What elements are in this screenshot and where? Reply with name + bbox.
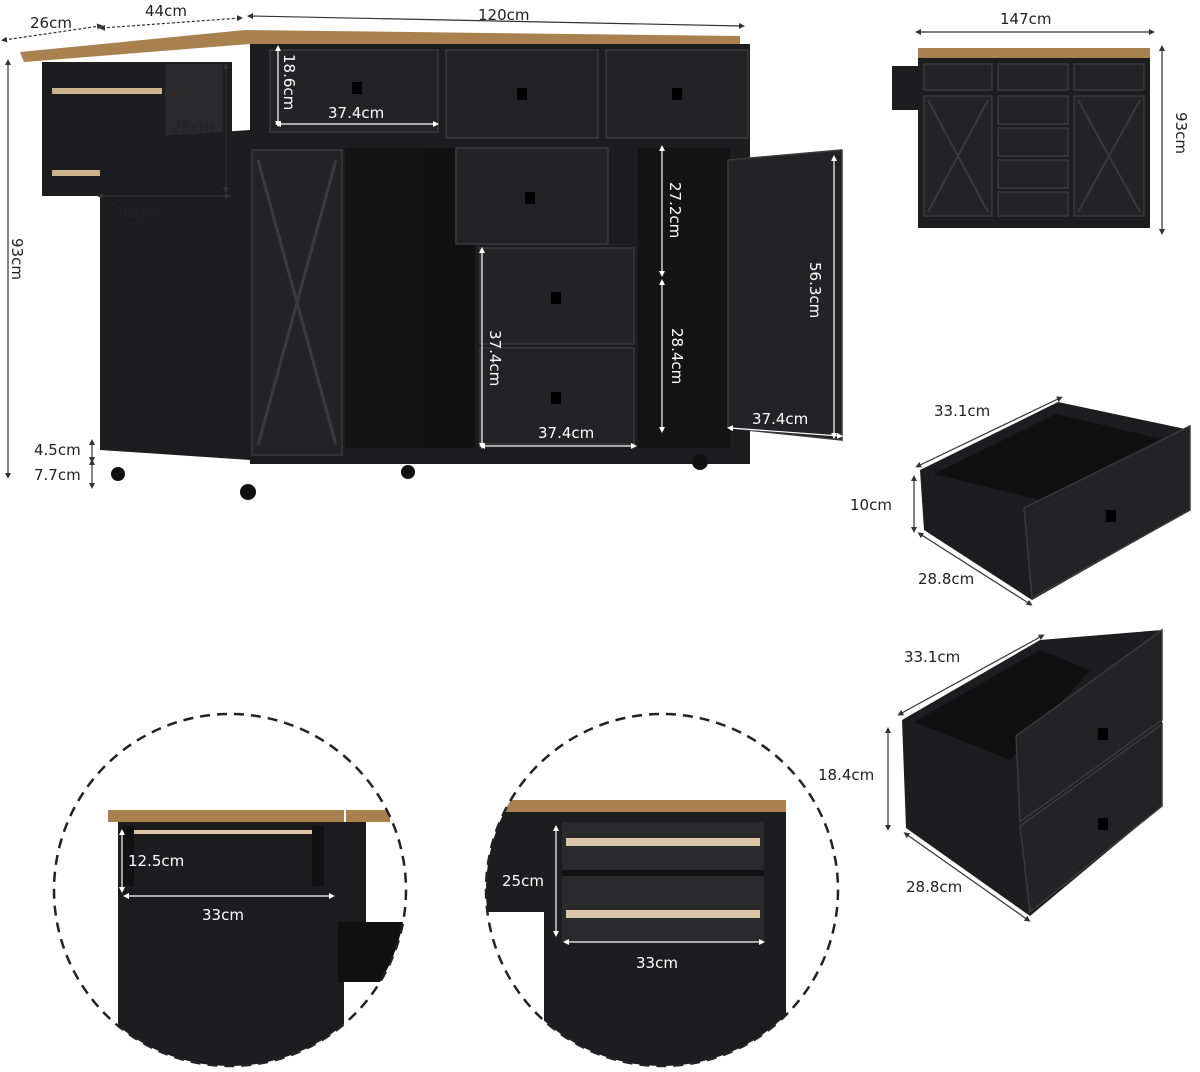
label-large-drawer-height: 18.4cm — [818, 766, 874, 784]
label-small-drawer-depth: 33.1cm — [934, 402, 990, 420]
label-spice-rack-width: 33cm — [636, 954, 678, 972]
detail-circle-outline-2 — [484, 712, 840, 1068]
front-countertop — [918, 48, 1150, 58]
label-small-drawer-height: 10cm — [850, 496, 892, 514]
label-main-depth2: 44cm — [145, 2, 187, 20]
right-open-door — [727, 149, 843, 441]
front-view: 147cm 93cm — [892, 10, 1190, 235]
main-countertop — [20, 30, 740, 62]
large-drawer-view — [885, 628, 1163, 922]
label-towel-bar-width: 33cm — [202, 906, 244, 924]
label-towel-bar-height: 12.5cm — [128, 852, 184, 870]
caster-wheel — [401, 465, 415, 479]
label-door-width: 37.4cm — [752, 410, 808, 428]
label-top-drawer-width: 37.4cm — [328, 104, 384, 122]
label-base-gap: 4.5cm — [34, 441, 81, 459]
label-front-width: 147cm — [1000, 10, 1052, 28]
label-wheel-height: 7.7cm — [34, 466, 81, 484]
label-lower-drawer-height: 37.4cm — [486, 330, 504, 386]
label-lower-drawer-width: 37.4cm — [538, 424, 594, 442]
label-rack-height: 25cm — [172, 118, 214, 136]
label-mid-drawer-height: 27.2cm — [666, 182, 684, 238]
caster-wheel — [692, 454, 708, 470]
label-rack-width: 30cm — [114, 204, 156, 222]
label-top-drawer-height: 18.6cm — [280, 54, 298, 110]
label-small-drawer-width: 28.8cm — [918, 570, 974, 588]
label-spice-rack-height: 25cm — [502, 872, 544, 890]
small-drawer-view — [911, 396, 1191, 606]
label-large-drawer-depth: 33.1cm — [904, 648, 960, 666]
caster-wheel — [240, 484, 256, 500]
label-main-width: 120cm — [478, 6, 530, 24]
towel-bar-detail — [54, 714, 406, 1066]
detail-circle-outline-1 — [52, 712, 408, 1068]
spice-rack-detail — [486, 714, 838, 1066]
main-left-side — [100, 130, 250, 460]
label-door-height: 56.3cm — [806, 262, 824, 318]
caster-wheel — [111, 467, 125, 481]
label-lower-shelf-height: 28.4cm — [668, 328, 686, 384]
main-dimension-lines — [1, 13, 843, 489]
label-large-drawer-width: 28.8cm — [906, 878, 962, 896]
label-overall-height: 93cm — [8, 238, 26, 280]
label-main-depth: 26cm — [30, 14, 72, 32]
label-front-height: 93cm — [1172, 112, 1190, 154]
main-island-view — [20, 30, 843, 500]
